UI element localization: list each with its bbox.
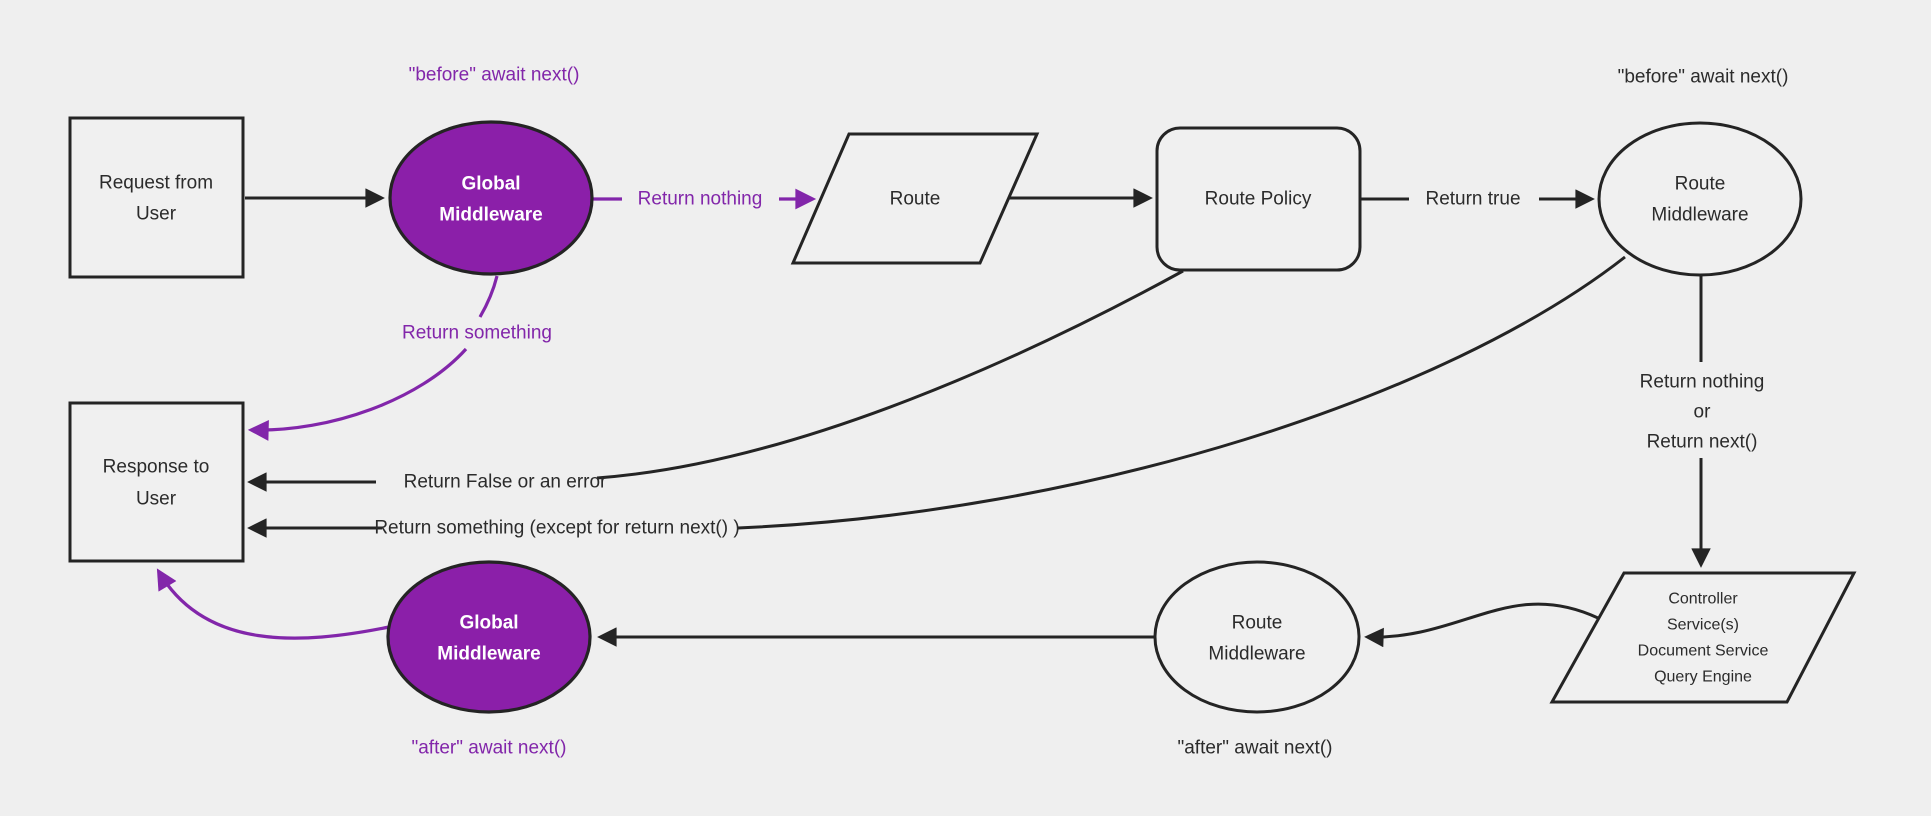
- label-return-nothing-or-line2: or: [1694, 402, 1712, 423]
- node-route-middleware-top-line2: Middleware: [1651, 205, 1748, 226]
- node-route-middleware-top: [1597, 121, 1803, 277]
- node-controller-line2: Service(s): [1667, 617, 1739, 634]
- label-return-nothing-or-line3: Return next(): [1647, 432, 1758, 453]
- label-after-await-next-global: "after" await next(): [412, 738, 567, 759]
- label-after-await-next-route: "after" await next(): [1178, 738, 1333, 759]
- label-return-something-except: Return something (except for return next…: [374, 518, 739, 539]
- node-controller-services: [1549, 571, 1857, 704]
- node-response-to-user: [68, 401, 245, 563]
- node-request-from-user: [68, 116, 245, 279]
- edge-route-middleware-to-return-something-except-label: [737, 255, 1626, 530]
- edge-controller-to-route-middleware-bottom: [1364, 602, 1599, 648]
- node-route-middleware-top-line1: Route: [1675, 174, 1726, 195]
- node-route-middleware-bottom: [1153, 560, 1361, 714]
- node-controller-line4: Query Engine: [1654, 669, 1752, 686]
- node-global-middleware-top: [388, 120, 594, 276]
- node-global-middleware-bottom-line1: Global: [459, 613, 518, 634]
- edge-return-something-segment1: [478, 275, 499, 318]
- node-response-label-line1: Response to: [103, 457, 210, 478]
- node-request-label-line1: Request from: [99, 173, 213, 194]
- edge-global-middleware-bottom-to-response: [156, 568, 390, 640]
- node-route: [790, 132, 1040, 265]
- edge-route-policy-to-return-false-label: [596, 269, 1184, 480]
- label-before-await-next-route: "before" await next(): [1618, 67, 1789, 88]
- node-controller-line3: Document Service: [1638, 643, 1769, 660]
- node-response-label-line2: User: [136, 489, 177, 510]
- label-return-false-or-error: Return False or an error: [404, 472, 607, 493]
- node-global-middleware-bottom-line2: Middleware: [437, 644, 540, 665]
- node-route-policy-label: Route Policy: [1205, 189, 1312, 210]
- label-return-something: Return something: [402, 323, 552, 344]
- label-return-true: Return true: [1425, 189, 1520, 210]
- node-route-label: Route: [890, 189, 941, 210]
- node-controller-line1: Controller: [1668, 591, 1738, 608]
- node-request-label-line2: User: [136, 204, 177, 225]
- node-global-middleware-bottom: [386, 560, 592, 714]
- node-global-middleware-top-line1: Global: [461, 174, 520, 195]
- label-return-nothing-or-line1: Return nothing: [1640, 372, 1765, 393]
- node-route-policy: [1155, 126, 1362, 272]
- label-return-nothing: Return nothing: [638, 189, 763, 210]
- node-route-middleware-bottom-line1: Route: [1232, 613, 1283, 634]
- label-before-await-next-global: "before" await next(): [409, 65, 580, 86]
- node-route-middleware-bottom-line2: Middleware: [1208, 644, 1305, 665]
- node-global-middleware-top-line2: Middleware: [439, 205, 542, 226]
- edge-return-something-segment2: [247, 347, 468, 441]
